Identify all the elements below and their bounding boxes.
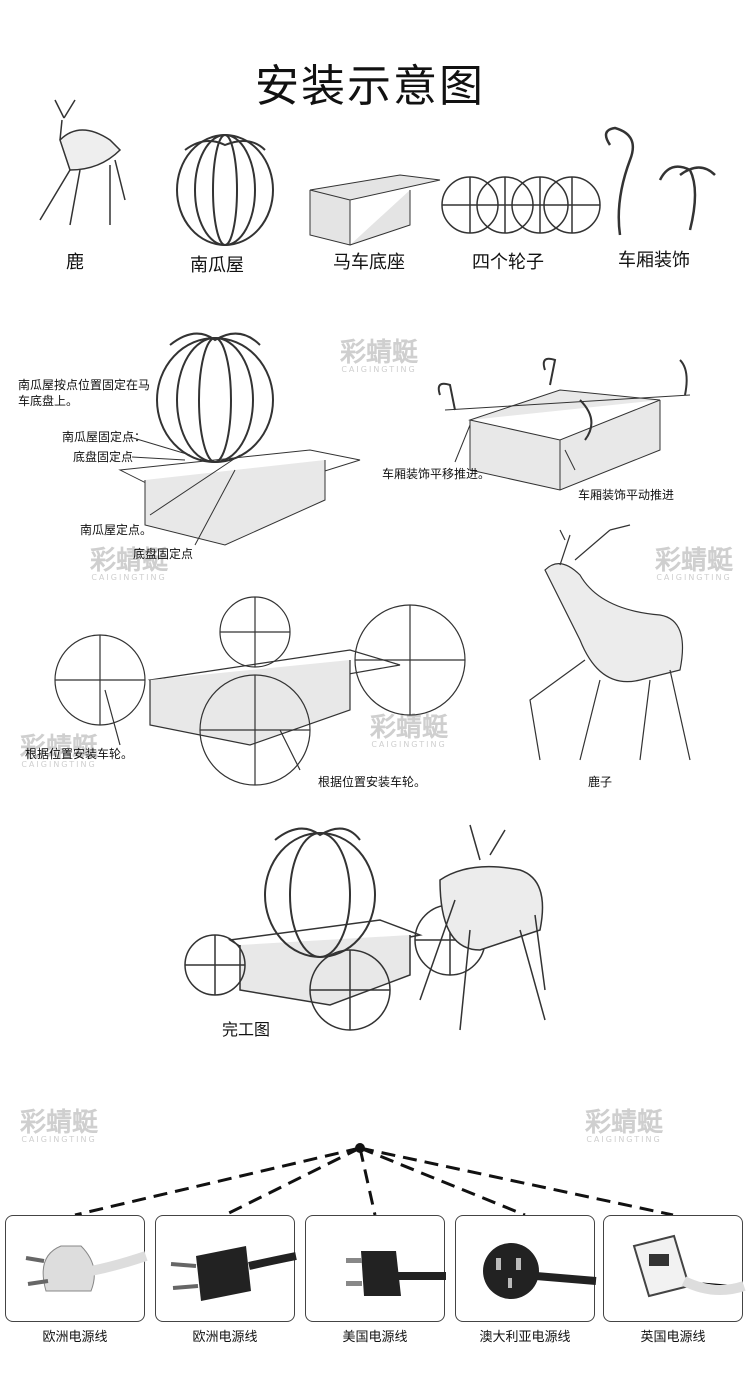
decor-push-label-2: 车厢装饰平动推进 [578, 488, 675, 502]
plug-label: 澳大利亚电源线 [479, 1330, 571, 1345]
plug-au [455, 1215, 597, 1322]
eu-plug-icon [170, 1246, 297, 1301]
part-label-deer: 鹿 [66, 252, 84, 273]
step1-note: 南瓜屋按点位置固定在马车底盘上。 [18, 378, 151, 408]
chassis-fix-point-label: 底盘固定点 [73, 450, 134, 464]
pumpkin-point-label: 南瓜屋定点。 [80, 523, 153, 537]
decor-push-label-1: 车厢装饰平移推进。 [382, 467, 491, 481]
part-label-base: 马车底座 [333, 252, 405, 273]
part-label-wheels: 四个轮子 [472, 252, 544, 273]
uk-plug-icon [632, 1234, 746, 1298]
pumpkin-fix-point-label: 南瓜屋固定点： [62, 430, 147, 444]
plug-eu-2 [155, 1215, 297, 1322]
plug-eu-1 [5, 1215, 148, 1322]
plug-label: 英国电源线 [640, 1330, 706, 1345]
wheel-install-label-right: 根据位置安装车轮。 [318, 775, 427, 789]
plug-label: 美国电源线 [342, 1330, 408, 1345]
finished-label: 完工图 [222, 1020, 271, 1039]
plug-us [305, 1215, 446, 1322]
plug-label: 欧洲电源线 [192, 1330, 258, 1345]
plug-uk [603, 1215, 746, 1322]
part-label-pumpkin: 南瓜屋 [190, 255, 244, 276]
chassis-point-label: 底盘固定点 [133, 547, 194, 561]
eu-plug-icon [25, 1245, 148, 1292]
page-title: 安装示意图 [255, 61, 485, 112]
deer-label: 鹿子 [588, 775, 613, 789]
au-plug-icon [483, 1243, 597, 1299]
us-plug-icon [346, 1251, 446, 1296]
plug-label: 欧洲电源线 [42, 1330, 108, 1345]
part-label-decor: 车厢装饰 [618, 250, 690, 271]
wheel-install-label-left: 根据位置安装车轮。 [25, 747, 134, 761]
